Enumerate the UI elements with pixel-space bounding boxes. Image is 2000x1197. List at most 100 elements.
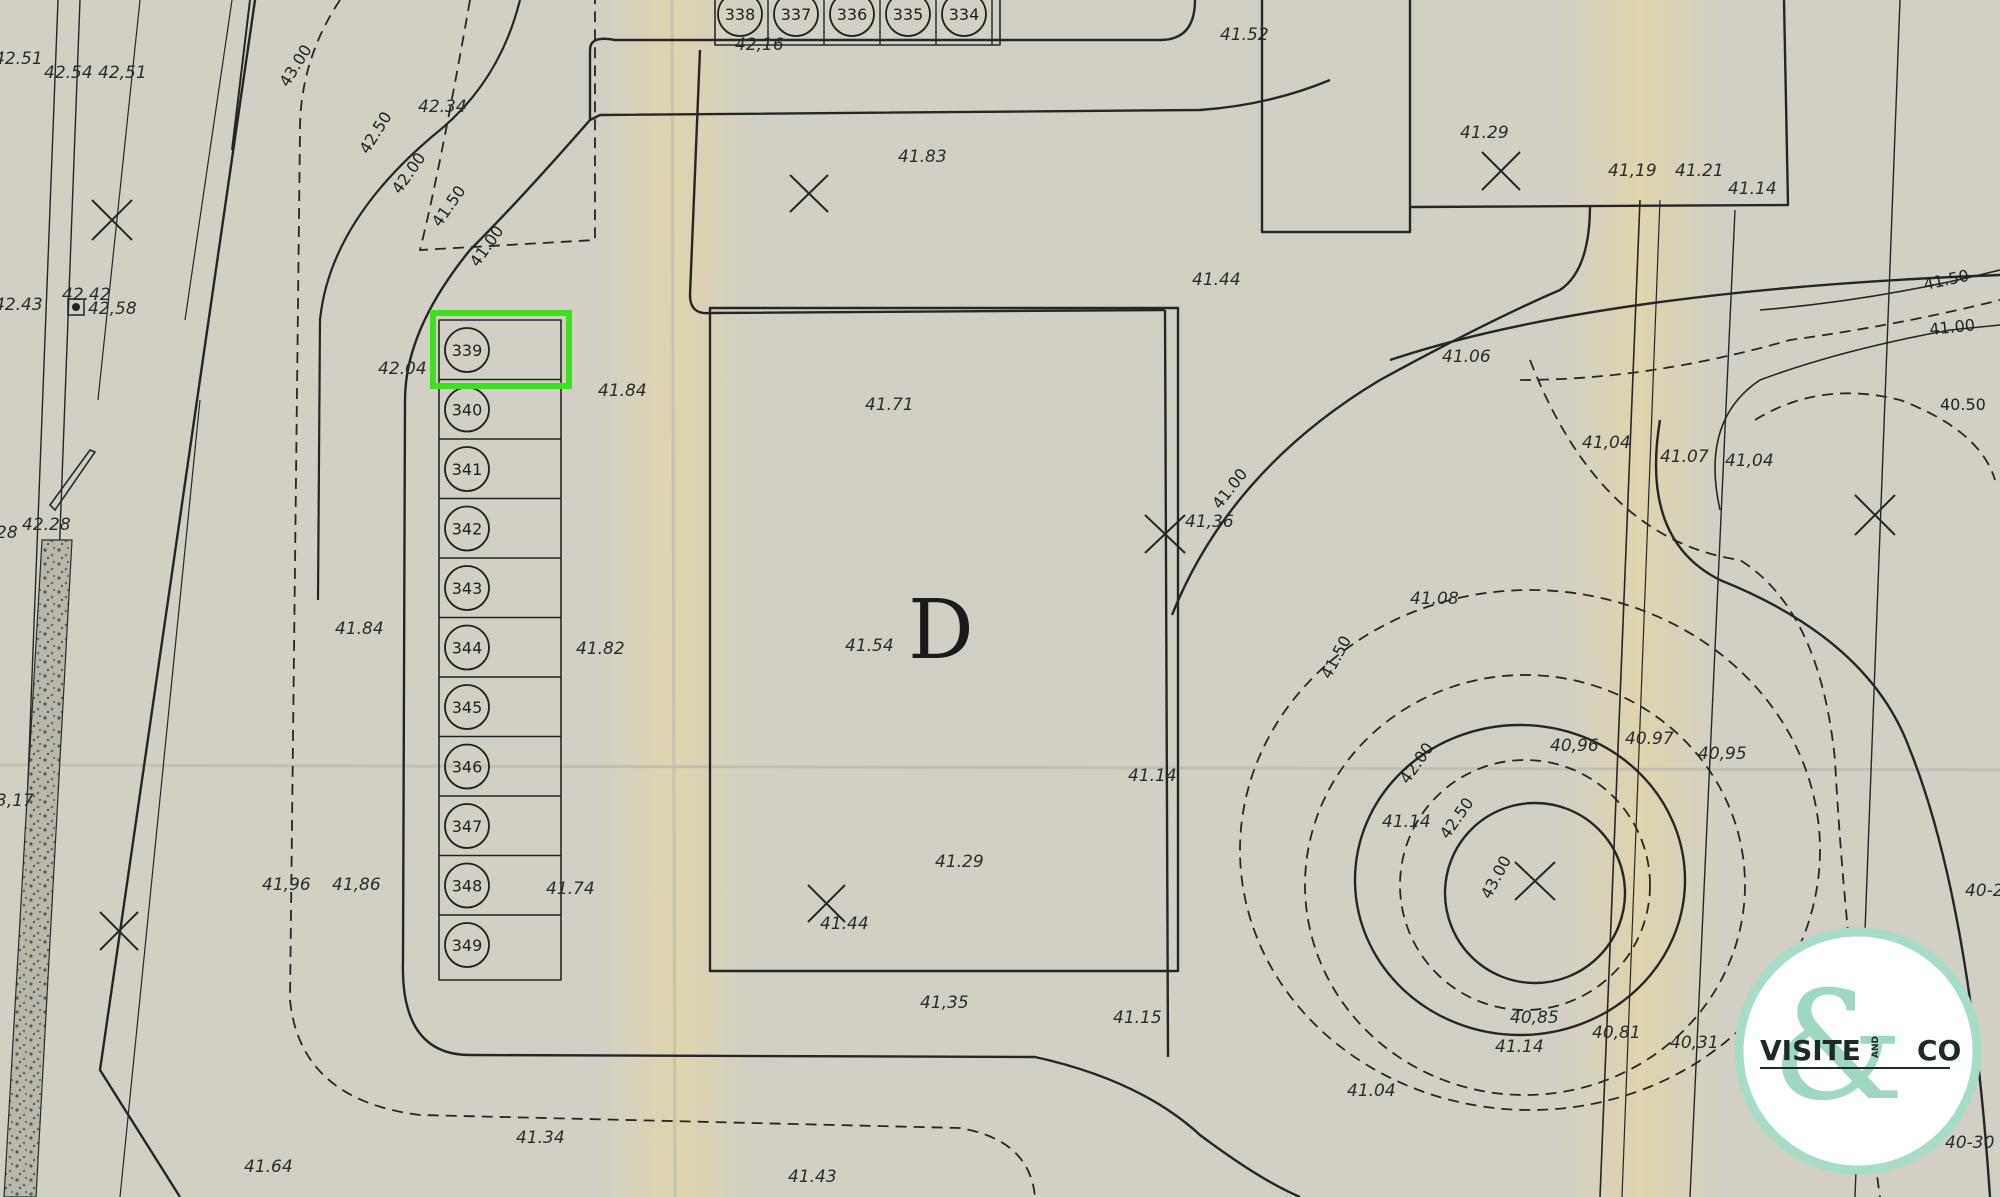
tree-marker: [1854, 494, 1896, 536]
lot-344[interactable]: 344: [444, 624, 490, 671]
lot-marker-circle: [444, 505, 490, 552]
access-road-edge: [588, 0, 1197, 120]
spot-elevation: 40,81: [1592, 1023, 1641, 1043]
lot-342[interactable]: 342: [444, 505, 490, 552]
contour-ring-dashed: [1239, 589, 1821, 1111]
lot-number: 336: [837, 5, 868, 24]
lot-338[interactable]: 338: [717, 0, 763, 37]
lot-336[interactable]: 336: [829, 0, 875, 37]
lot-marker-circle: [717, 0, 763, 37]
tree-marker: [1481, 151, 1521, 191]
lot-marker-circle: [941, 0, 987, 37]
lot-349[interactable]: 349: [444, 922, 490, 968]
paper-fold-line: [670, 0, 677, 1197]
spot-elevation: 42.51: [0, 49, 43, 69]
spot-elevation: 41,86: [332, 875, 381, 895]
contour-line: [1759, 269, 2000, 311]
lot-334[interactable]: 334: [941, 0, 987, 37]
lot-number: 347: [452, 817, 483, 836]
lot-number: 344: [452, 639, 483, 658]
access-road-edge: [1163, 309, 1170, 1058]
spot-elevation: 41.82: [576, 639, 625, 659]
curb-line: [1170, 204, 1592, 616]
spot-elevation: 42.04: [378, 359, 427, 379]
lot-marker-circle: [885, 0, 931, 37]
spot-elevation: 41,36: [1185, 512, 1234, 532]
boundary-line: [1621, 199, 1661, 1197]
tree-marker: [91, 199, 133, 241]
spot-elevation: 41.29: [1460, 123, 1509, 143]
lot-343[interactable]: 343: [444, 565, 490, 611]
logo-word-co: CO: [1917, 1034, 1961, 1067]
lot-marker-circle: [829, 0, 875, 37]
lot-337[interactable]: 337: [773, 0, 819, 37]
spot-elevation: 42.28: [22, 515, 71, 535]
road-edge-line: [119, 399, 201, 1197]
spot-elevation: 41.14: [1495, 1037, 1544, 1057]
lot-marker-circle: [444, 565, 490, 611]
lot-number: 339: [452, 341, 483, 360]
lot-marker-circle: [444, 743, 490, 790]
spot-elevation: 41.15: [1113, 1008, 1162, 1028]
spot-elevation: 41.07: [1660, 447, 1709, 467]
road-edge-line: [97, 0, 141, 401]
access-road-edge: [589, 78, 1331, 122]
spot-elevation: 41.83: [898, 147, 947, 167]
tree-marker: [1514, 861, 1556, 901]
spot-elevation: 40,96: [1550, 736, 1599, 756]
spot-elevation: 41.84: [598, 381, 647, 401]
lot-number: 343: [452, 579, 483, 598]
contour-ring-43: [1443, 801, 1627, 985]
spot-elevation: 41.04: [1347, 1081, 1396, 1101]
lot-335[interactable]: 335: [885, 0, 931, 37]
contour-dashed: [1529, 359, 1881, 1197]
paper-fold-line: [0, 763, 2000, 772]
lot-marker-circle: [444, 803, 490, 849]
tree-marker: [1144, 514, 1186, 554]
spot-elevation: 41,19: [1608, 161, 1657, 181]
building-zone-label: D: [908, 583, 974, 678]
tree-markers: [91, 151, 1896, 951]
spot-elevation: 41.52: [1220, 25, 1269, 45]
spot-elevation: 42,58: [88, 299, 137, 319]
lot-marker-circle: [773, 0, 819, 37]
spot-elevation: 3,17: [0, 791, 34, 811]
spot-elevation: 41.34: [516, 1128, 565, 1148]
road-curb: [231, 0, 251, 151]
top-lot-row: 338 337 336 335 334: [717, 0, 993, 45]
lot-346[interactable]: 346: [444, 743, 490, 790]
lot-341[interactable]: 341: [444, 446, 490, 492]
logo-word-visite: VISITE: [1760, 1034, 1861, 1067]
lot-number: 345: [452, 698, 483, 717]
lot-column-frame: [438, 319, 562, 981]
spot-elevation: 42.43: [0, 295, 43, 315]
logo-and-small: AND: [1871, 1036, 1881, 1058]
contour-ring-dashed: [1399, 759, 1651, 1011]
contour-line: [1389, 273, 2000, 362]
spot-elevation: 41.14: [1728, 179, 1777, 199]
contour-line: [1654, 419, 1992, 1197]
spot-elevation: 42,16: [735, 35, 784, 55]
spot-elevation: 41.84: [335, 619, 384, 639]
spot-elevation: 41,04: [1582, 433, 1631, 453]
tree-marker: [789, 174, 829, 213]
selected-lot-highlight[interactable]: [430, 310, 572, 389]
spot-elevation: 41.43: [788, 1167, 837, 1187]
spot-elevation: 42.34: [418, 97, 467, 117]
spot-elevation: 42.42: [62, 285, 111, 305]
spot-elevation: 41.21: [1675, 161, 1724, 181]
boundary-line: [1689, 209, 1736, 1197]
contour-ring-dashed: [1304, 674, 1746, 1096]
building-outline: [1260, 0, 1412, 234]
lot-339[interactable]: 339: [444, 327, 490, 373]
lot-347[interactable]: 347: [444, 803, 490, 849]
lot-number: 348: [452, 877, 483, 896]
lot-number: 337: [781, 5, 812, 24]
lot-348[interactable]: 348: [444, 862, 490, 909]
boundary-line: [1599, 199, 1641, 1197]
lot-number: 335: [893, 5, 924, 24]
spot-elevation: 42.54: [44, 63, 93, 83]
contour-dashed: [1519, 299, 2000, 381]
lot-345[interactable]: 345: [444, 684, 490, 730]
building-d-outline: [708, 306, 1180, 973]
